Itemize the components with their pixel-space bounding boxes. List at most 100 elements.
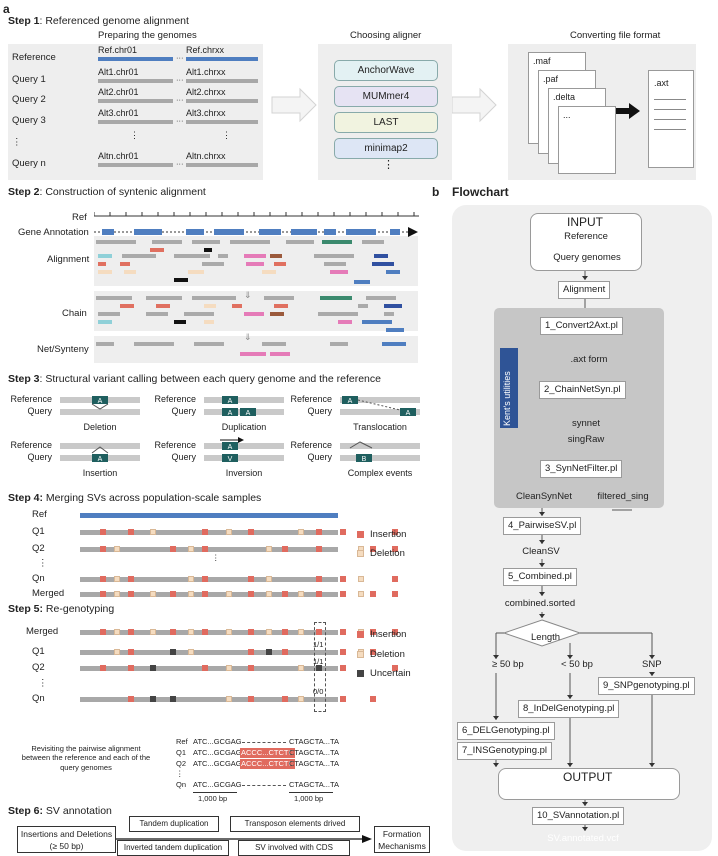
flow-arrowhead bbox=[567, 763, 573, 767]
regeno-insertion-mark bbox=[128, 629, 134, 635]
input-title: INPUT bbox=[567, 215, 603, 229]
regeno-deletion-mark bbox=[150, 629, 156, 635]
step3-heading: Step 3: Structural variant calling betwe… bbox=[8, 373, 381, 385]
genome-left-name: Alt1.chr01 bbox=[98, 67, 139, 77]
aln-right-seq: CTAGCTA...TA bbox=[289, 748, 339, 757]
net-block bbox=[382, 342, 406, 346]
sv-ref-bar bbox=[340, 397, 420, 403]
sv-query-label: Query bbox=[171, 406, 196, 416]
convert-arrow-icon bbox=[614, 103, 640, 119]
regeno-insertion-mark bbox=[100, 665, 106, 671]
legend-insertion-swatch bbox=[357, 531, 364, 538]
merge-vertical-dots: ⋮ bbox=[212, 553, 220, 562]
net-block bbox=[270, 352, 290, 356]
genome-ellipsis: ··· bbox=[176, 75, 184, 84]
chain-block bbox=[362, 320, 392, 324]
flowchart-title: Flowchart bbox=[452, 185, 509, 199]
merge-row-label: ⋮ bbox=[38, 558, 48, 569]
chain-block bbox=[358, 304, 368, 308]
sv-segment bbox=[222, 396, 238, 404]
genome-row-label: Query n bbox=[12, 158, 46, 169]
regeno-insertion-mark bbox=[248, 649, 254, 655]
sv-segment-label: A bbox=[246, 410, 251, 417]
deletion-mark bbox=[226, 591, 232, 597]
flow-arrowhead bbox=[539, 592, 545, 596]
insertion-mark bbox=[170, 546, 176, 552]
insertion-mark bbox=[316, 529, 322, 535]
alignment-block bbox=[174, 278, 188, 282]
regeno-insertion-mark bbox=[340, 649, 346, 655]
down-arrow-glyph: ⇓ bbox=[244, 290, 252, 300]
genome-left-bar bbox=[98, 57, 173, 61]
alignment-block bbox=[96, 240, 136, 244]
aln-right-seq: CTAGCTA...TA bbox=[289, 737, 339, 746]
insertion-mark bbox=[248, 591, 254, 597]
alignment-block bbox=[204, 248, 212, 252]
chain-block bbox=[96, 296, 132, 300]
genome-right-name: Alt3.chrxx bbox=[186, 108, 226, 118]
genome-right-bar bbox=[186, 163, 258, 167]
length-diamond bbox=[502, 619, 582, 647]
genotype-q2: 1/1 bbox=[313, 657, 324, 666]
sv-query-label: Query bbox=[307, 452, 332, 462]
merge-row-label: Q2 bbox=[32, 543, 45, 554]
file-extension: .paf bbox=[543, 74, 559, 84]
insertion-mark bbox=[248, 576, 254, 582]
alignment-block bbox=[374, 254, 388, 258]
sv-type-label: Insertion bbox=[83, 468, 118, 478]
sv-query-bar bbox=[204, 455, 284, 461]
step1-arrow-1 bbox=[271, 87, 317, 123]
regeno-deletion-mark bbox=[266, 629, 272, 635]
aln-seq-name: Qn bbox=[176, 780, 187, 789]
genome-right-bar bbox=[186, 79, 258, 83]
sv-ref-bar bbox=[204, 397, 284, 403]
tandem-dup-box: Tandem duplication bbox=[129, 816, 219, 832]
genome-right-name: Alt1.chrxx bbox=[186, 67, 226, 77]
step1-heading: Step 1: Referenced genome alignment bbox=[8, 15, 189, 27]
scale-bar-left bbox=[193, 792, 237, 793]
genome-panel bbox=[8, 44, 263, 180]
file-extension: .delta bbox=[553, 92, 576, 102]
regeno-insertion-mark bbox=[370, 629, 376, 635]
alignment-block bbox=[152, 240, 182, 244]
merge-row-label: Qn bbox=[32, 573, 45, 584]
deletion-mark bbox=[188, 591, 194, 597]
alignment-block bbox=[270, 254, 282, 258]
sv-segment-label: A bbox=[348, 398, 353, 405]
genome-ellipsis: ··· bbox=[176, 116, 184, 125]
sv-segment bbox=[222, 454, 238, 462]
gene-block bbox=[259, 229, 281, 235]
insgenotyping-node: 7_INSGenotyping.pl bbox=[457, 742, 553, 760]
chain-block bbox=[320, 296, 352, 300]
alignment-block bbox=[192, 240, 220, 244]
regeno-deletion-mark bbox=[226, 665, 232, 671]
flow-arrowhead bbox=[493, 655, 499, 659]
inversion-arrow-head bbox=[238, 437, 244, 443]
genome-left-name: ⋮ bbox=[130, 130, 139, 140]
sv-query-bar bbox=[340, 409, 420, 415]
regeno-deletion-mark bbox=[226, 629, 232, 635]
sv-segment-label: A bbox=[98, 398, 103, 405]
gene-block bbox=[134, 229, 162, 235]
alignment-block bbox=[246, 262, 264, 266]
sv-ref-label: Reference bbox=[290, 394, 332, 404]
alignment-block bbox=[188, 270, 204, 274]
ge50-label: ≥ 50 bp bbox=[492, 659, 524, 670]
legend5-deletion: Deletion bbox=[370, 649, 405, 660]
alignment-block bbox=[324, 262, 346, 266]
genome-left-name: Alt2.chr01 bbox=[98, 87, 139, 97]
translocation-link bbox=[357, 399, 401, 411]
cleansv-node: CleanSV bbox=[516, 545, 566, 559]
gene-block bbox=[214, 229, 244, 235]
axt-form-node: .axt form bbox=[566, 353, 612, 367]
net-block bbox=[134, 342, 174, 346]
reference-node: Reference bbox=[552, 230, 620, 244]
alignment-block bbox=[244, 254, 266, 258]
delgenotyping-node: 6_DELGenotyping.pl bbox=[457, 722, 555, 740]
aln-gap bbox=[242, 742, 286, 743]
cleansynnet-node: CleanSynNet bbox=[508, 490, 580, 504]
insertion-mark bbox=[248, 529, 254, 535]
genome-left-bar bbox=[98, 79, 173, 83]
synnet-node: synnet bbox=[566, 417, 606, 431]
genotype-qn: 0/0 bbox=[313, 687, 324, 696]
